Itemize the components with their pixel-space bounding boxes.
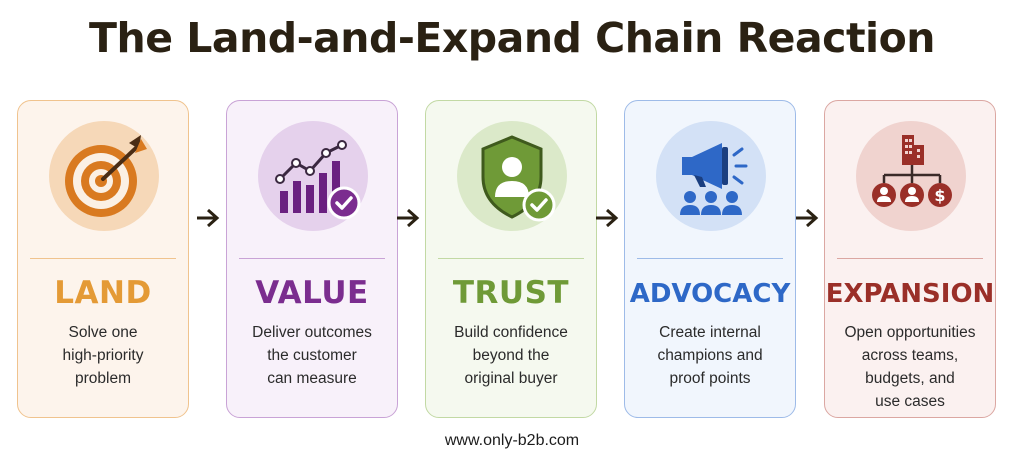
stage-description: Create internal champions and proof poin… xyxy=(657,324,763,387)
arrow-right-icon xyxy=(596,208,619,228)
stage-card-value: VALUE Deliver outcomes the customer can … xyxy=(226,100,398,418)
stage-icon-circle: $ xyxy=(856,121,966,231)
diagram-title: The Land-and-Expand Chain Reaction xyxy=(89,14,935,62)
growth-chart-check-icon xyxy=(275,140,361,220)
stage-card-expansion: $ EXPANSION Open opportunities across te… xyxy=(824,100,996,418)
stage-divider xyxy=(837,258,983,259)
footer-url[interactable]: www.only-b2b.com xyxy=(444,432,580,449)
shield-person-check-icon xyxy=(481,135,556,222)
arrow-right-icon xyxy=(796,208,819,228)
stage-description: Deliver outcomes the customer can measur… xyxy=(252,324,372,387)
stage-card-land: LAND Solve one high-priority problem xyxy=(17,100,189,418)
stage-description: Build confidence beyond the original buy… xyxy=(454,324,568,387)
stage-title: ADVOCACY xyxy=(629,279,791,309)
stage-title: TRUST xyxy=(452,275,570,311)
svg-text:$: $ xyxy=(934,186,945,205)
stage-title: LAND xyxy=(54,275,152,311)
stage-icon-circle xyxy=(457,121,567,231)
stage-card-advocacy: ADVOCACY Create internal champions and p… xyxy=(624,100,796,418)
org-expansion-icon: $ xyxy=(872,135,952,207)
stage-title: EXPANSION xyxy=(825,279,995,309)
arrow-right-icon xyxy=(397,208,420,228)
megaphone-people-icon xyxy=(680,143,748,215)
arrow-right-icon xyxy=(197,208,220,228)
target-arrow-icon xyxy=(65,135,147,217)
stage-icon-circle xyxy=(258,121,368,231)
stage-icon-circle xyxy=(49,121,159,231)
stage-description: Open opportunities across teams, budgets… xyxy=(844,324,976,410)
stage-divider xyxy=(637,258,783,259)
stage-divider xyxy=(438,258,584,259)
stage-description: Solve one high-priority problem xyxy=(62,324,144,387)
stage-divider xyxy=(239,258,385,259)
stage-icon-circle xyxy=(656,121,766,231)
stage-title: VALUE xyxy=(255,275,369,311)
stage-card-trust: TRUST Build confidence beyond the origin… xyxy=(425,100,597,418)
stage-divider xyxy=(30,258,176,259)
